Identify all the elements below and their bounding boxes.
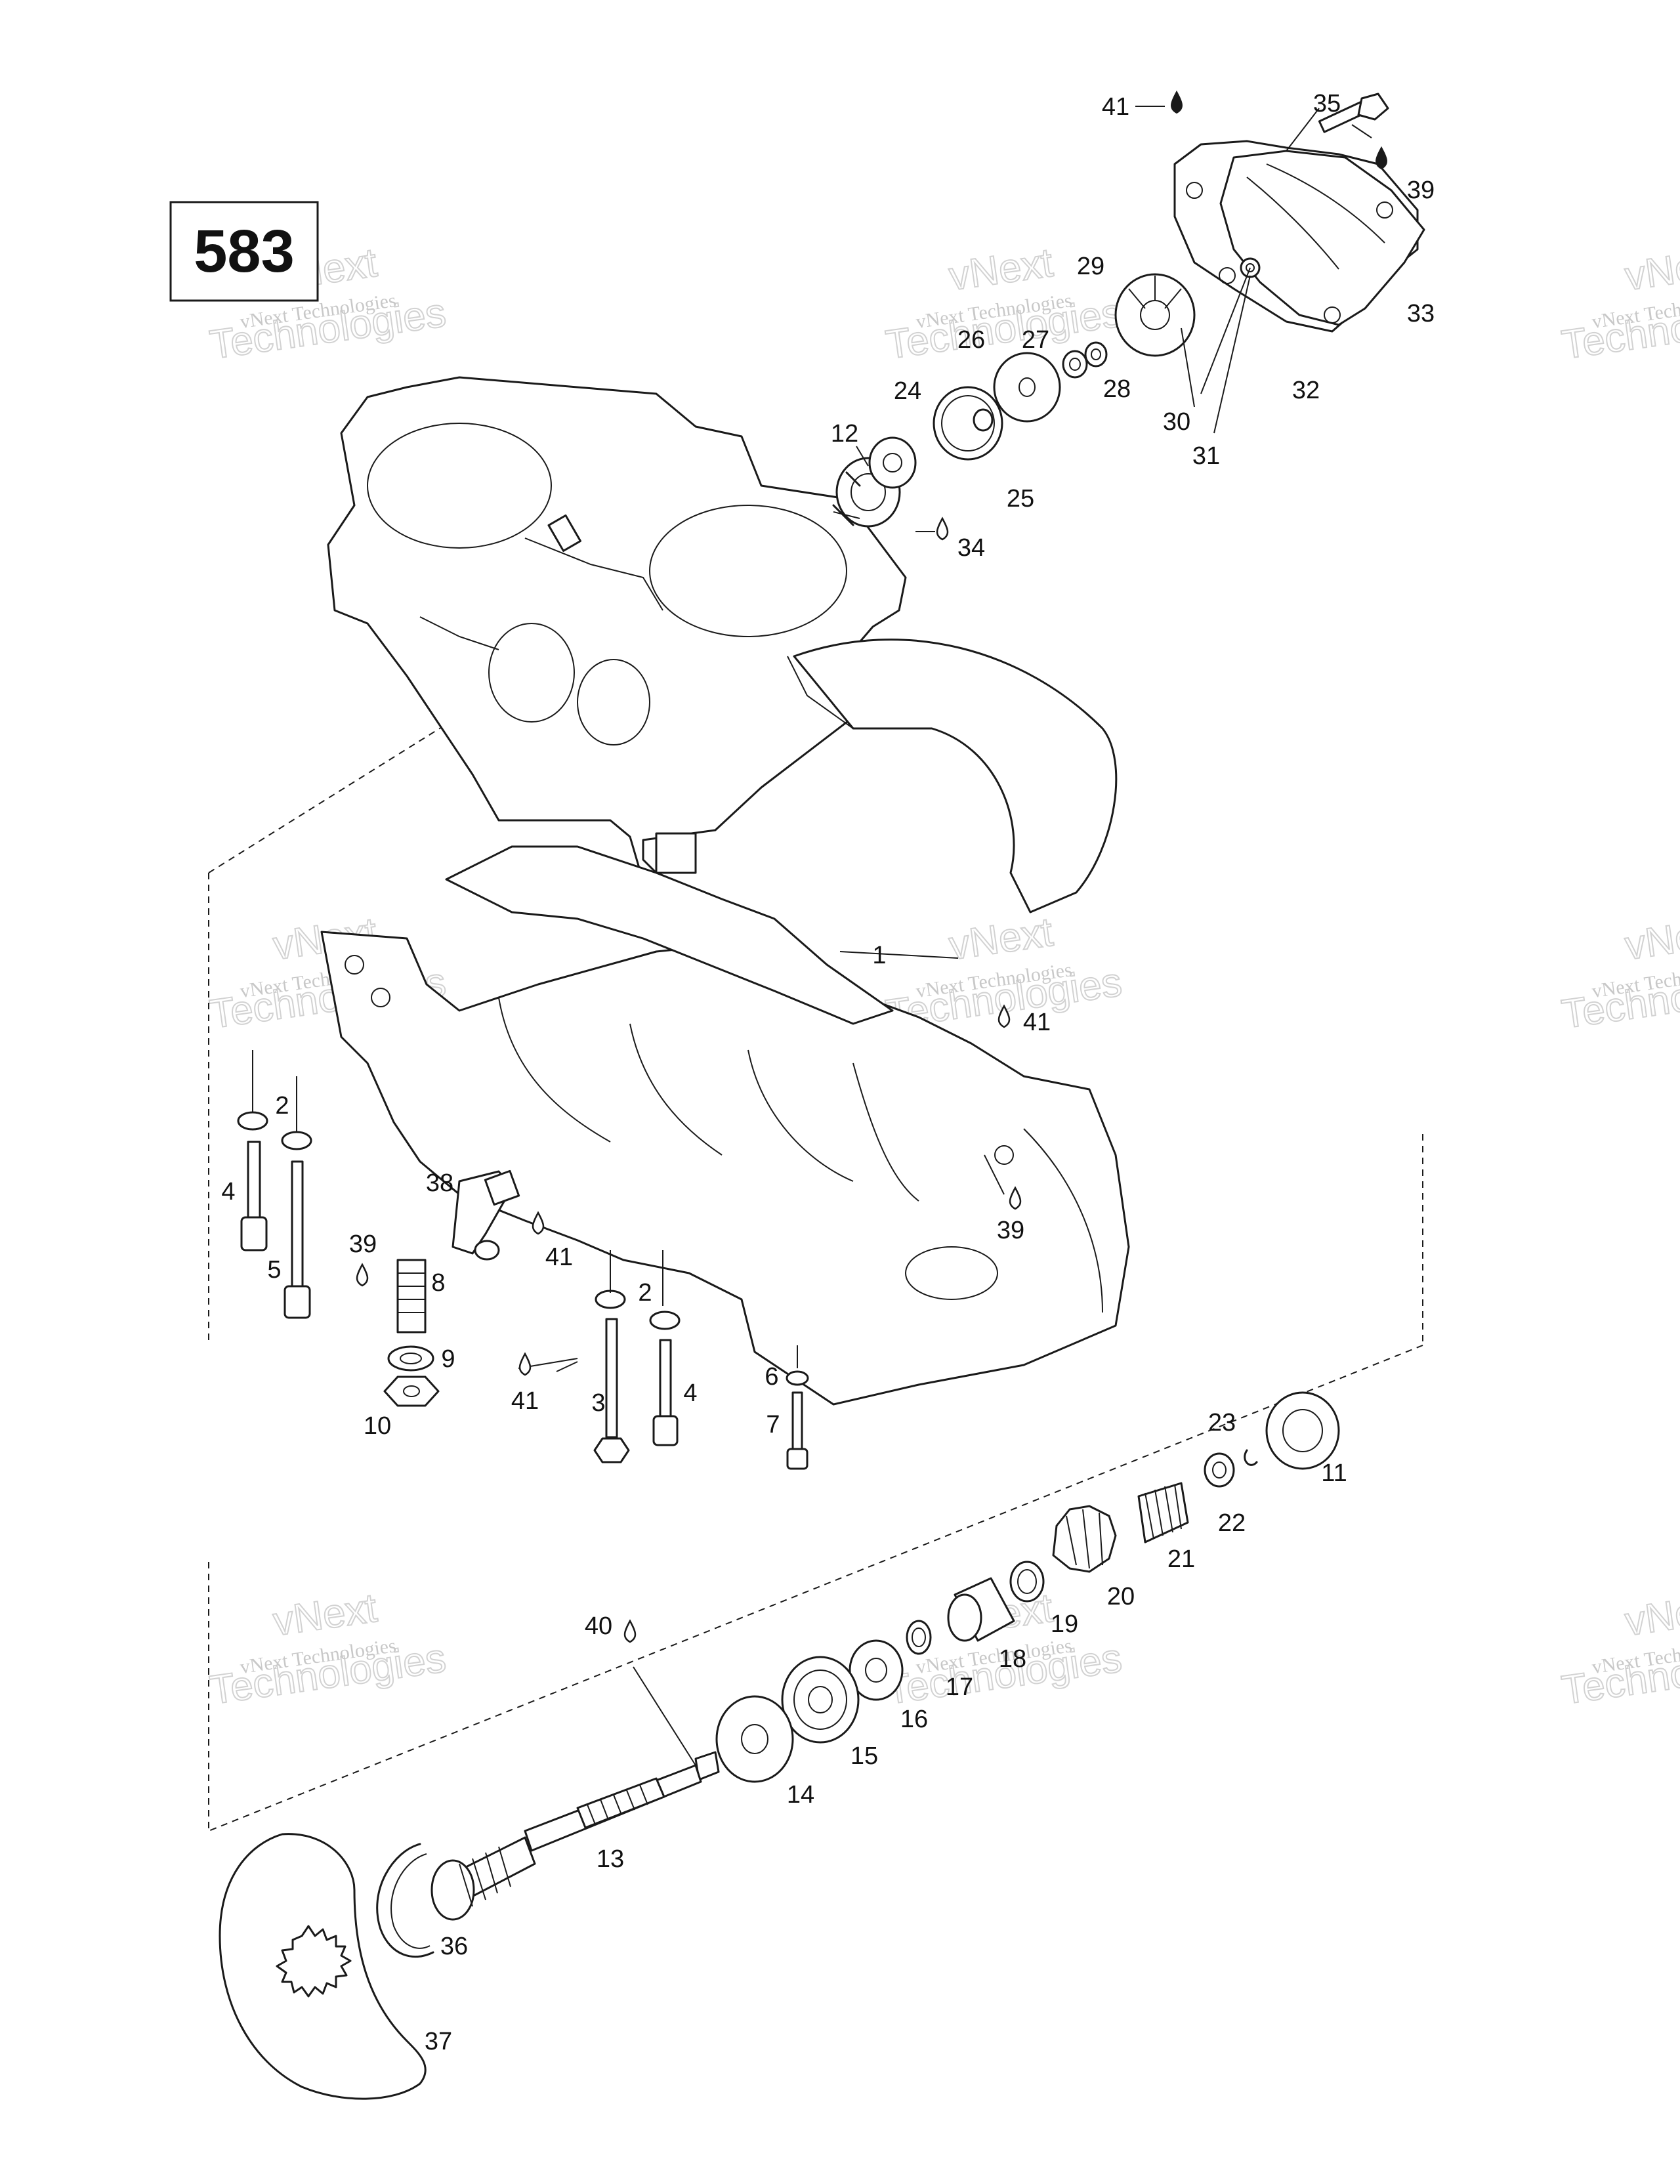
- callout-label: 39: [997, 1217, 1024, 1244]
- callout-label: 29: [1077, 253, 1104, 280]
- callout-label: 6: [765, 1363, 778, 1391]
- callout-label: 25: [1007, 485, 1034, 513]
- svg-text:vNext: vNext: [1622, 1586, 1680, 1645]
- callout-label: 16: [900, 1706, 928, 1733]
- callout-label: 18: [999, 1645, 1026, 1673]
- svg-text:vNext: vNext: [1622, 910, 1680, 969]
- callout-label: 40: [585, 1612, 612, 1640]
- cover-plate: [219, 1833, 427, 2100]
- callout-labels: 1 2 2 3 4 4 5 6 7 8 9 10 11 12 13 14 15 …: [221, 90, 1435, 2055]
- callout-label: 41: [545, 1244, 573, 1271]
- drive-shaft: [430, 1751, 720, 1921]
- callout-label: 9: [441, 1345, 455, 1373]
- leader-lines: [252, 106, 1372, 1766]
- callout-label: 10: [364, 1412, 391, 1440]
- sealant-drop-icon: [518, 1352, 532, 1376]
- diagram-number-badge: 583: [169, 201, 319, 302]
- callout-label: 20: [1107, 1583, 1135, 1610]
- callout-label: 41: [1023, 1009, 1051, 1036]
- callout-label: 39: [1407, 177, 1435, 204]
- callout-label: 12: [831, 420, 858, 448]
- callout-label: 2: [638, 1279, 652, 1307]
- svg-text:vNext: vNext: [946, 910, 1056, 969]
- callout-label: 19: [1051, 1610, 1078, 1638]
- gear-shaft-stack: [715, 1391, 1340, 1783]
- watermark: vNext Technologies vNext Technologies: [1559, 240, 1680, 369]
- watermark: vNext Technologies vNext Technologies: [207, 1585, 450, 1714]
- callout-label: 36: [440, 1933, 468, 1960]
- callout-label: 38: [426, 1169, 453, 1197]
- callout-label: 1: [872, 942, 886, 969]
- fasteners-center: [593, 1290, 809, 1470]
- callout-label: 21: [1167, 1545, 1195, 1573]
- callout-label: 31: [1192, 442, 1220, 470]
- callout-label: 35: [1313, 90, 1341, 117]
- callout-label: 26: [957, 326, 985, 354]
- sealant-drop-icon: [936, 516, 949, 541]
- sealant-drop-icon: [356, 1263, 369, 1287]
- assembly-boundaries: [208, 679, 1423, 1832]
- callout-label: 27: [1022, 326, 1049, 354]
- callout-label: 24: [894, 377, 921, 405]
- callout-label: 13: [597, 1845, 624, 1873]
- callout-label: 37: [425, 2028, 452, 2055]
- callout-label: 2: [275, 1092, 289, 1120]
- sealant-drop-icon: [1009, 1186, 1022, 1210]
- water-pump-assembly: [1114, 93, 1425, 357]
- svg-text:vNext: vNext: [270, 1586, 380, 1645]
- callout-label: 32: [1292, 377, 1320, 404]
- callout-label: 39: [349, 1230, 377, 1258]
- bearing-seal-stack-upper: [832, 341, 1108, 528]
- callout-label: 15: [850, 1742, 878, 1770]
- watermark: vNext Technologies vNext Technologies: [1559, 909, 1680, 1038]
- sealant-drops: [356, 90, 1387, 1643]
- callout-label: 4: [221, 1178, 235, 1206]
- sealant-drop-icon: [1171, 90, 1183, 114]
- sealant-drop-icon: [1376, 146, 1387, 170]
- callout-label: 5: [267, 1256, 281, 1284]
- callout-label: 30: [1163, 408, 1190, 436]
- callout-label: 17: [946, 1673, 973, 1701]
- callout-label: 23: [1208, 1409, 1236, 1437]
- callout-label: 3: [591, 1389, 605, 1417]
- svg-text:vNext: vNext: [946, 240, 1056, 299]
- callout-label: 41: [511, 1387, 539, 1415]
- watermark: vNext Technologies vNext Technologies: [1559, 1585, 1680, 1714]
- crankcase-upper: [327, 376, 1118, 966]
- sealant-drop-icon: [998, 1004, 1011, 1028]
- callout-label: 4: [683, 1379, 697, 1407]
- sealant-drop-icon: [532, 1211, 545, 1235]
- callout-label: 28: [1103, 375, 1131, 403]
- callout-label: 34: [957, 534, 985, 562]
- callout-label: 7: [766, 1411, 780, 1438]
- callout-label: 11: [1321, 1460, 1347, 1487]
- retaining-ring: [376, 1843, 434, 1958]
- callout-label: 33: [1407, 300, 1435, 327]
- callout-label: 41: [1102, 93, 1129, 121]
- svg-text:vNext: vNext: [1622, 240, 1680, 299]
- callout-label: 14: [787, 1781, 814, 1809]
- diagram-number: 583: [194, 218, 295, 285]
- callout-label: 8: [431, 1269, 445, 1297]
- callout-label: 22: [1218, 1509, 1246, 1537]
- crankcase-lower: [320, 845, 1130, 1406]
- sealant-drop-icon: [623, 1619, 637, 1643]
